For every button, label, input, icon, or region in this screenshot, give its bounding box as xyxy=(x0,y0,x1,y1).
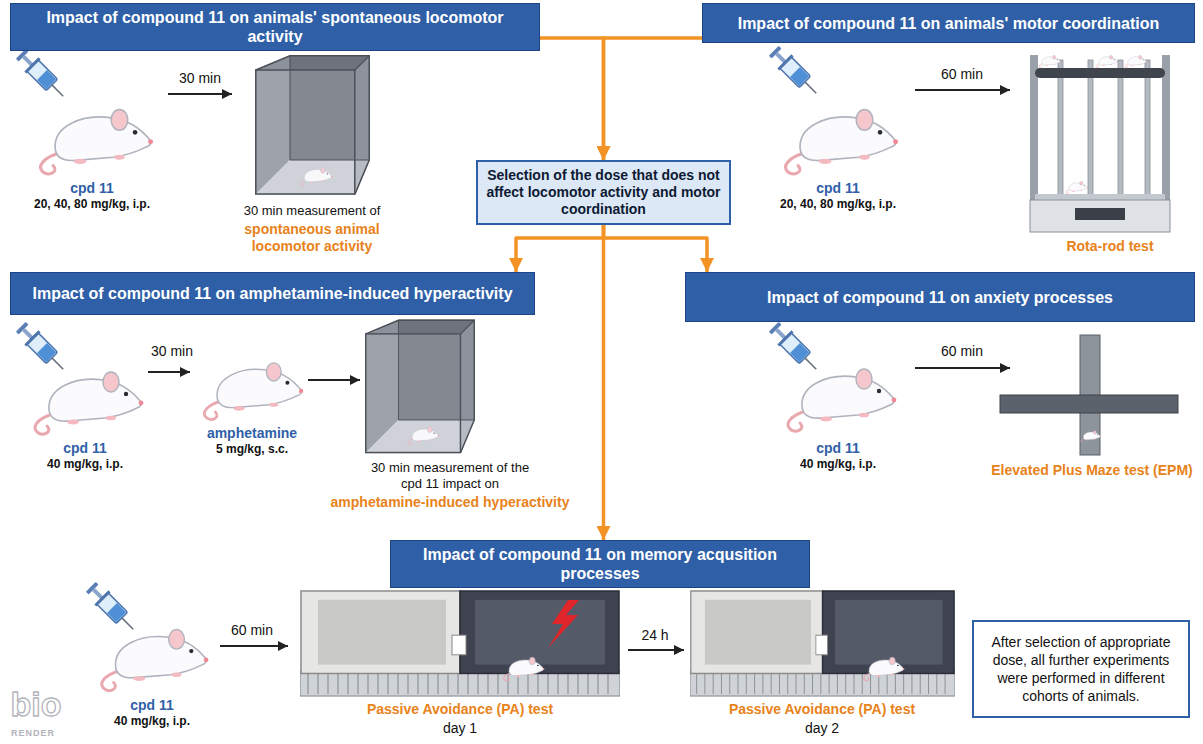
amphetamine-setup-part xyxy=(308,379,360,381)
section-header: Impact of compound 11 on memory acqusiti… xyxy=(390,540,810,588)
delay-label: 30 min xyxy=(132,343,212,359)
section-header-text: Impact of compound 11 on animals' sponta… xyxy=(19,8,531,46)
epm-setup-part xyxy=(915,367,1010,369)
locomotor-setup xyxy=(14,47,370,195)
delay-label: 60 min xyxy=(922,343,1002,359)
flow-connector xyxy=(604,225,708,272)
measure-note: 30 min measurement of the cpd 11 impact … xyxy=(370,460,530,492)
dose-label: 5 mg/kg, s.c. xyxy=(192,442,312,457)
drug-label: amphetamine xyxy=(192,425,312,441)
rotarod-setup-part xyxy=(767,44,824,101)
rotarod-setup-part xyxy=(1096,55,1118,67)
decision-box: Selection of the dose that does not affe… xyxy=(476,160,731,225)
rotarod-setup-part xyxy=(1066,181,1088,193)
dose-label: 40 mg/kg, i.p. xyxy=(77,714,227,729)
drug-label: cpd 11 xyxy=(32,180,152,196)
decision-box-text: Selection of the dose that does not affe… xyxy=(486,167,721,218)
locomotor-setup-part xyxy=(255,55,370,195)
flow-connector xyxy=(604,38,703,160)
passive-avoidance-setup-part xyxy=(102,629,209,690)
rotarod-setup-part xyxy=(1035,68,1165,78)
section-header: Impact of compound 11 on animals' motor … xyxy=(702,3,1195,43)
section-header-text: Impact of compound 11 on memory acqusiti… xyxy=(399,545,801,583)
rotarod-setup-part xyxy=(1088,60,1093,198)
amphetamine-setup xyxy=(14,320,475,454)
rotarod-setup-part xyxy=(1125,55,1147,67)
day-label: day 1 xyxy=(420,720,500,736)
passive-avoidance-setup-part xyxy=(690,591,955,696)
flow-connector xyxy=(602,225,606,540)
passive-avoidance-setup-part xyxy=(300,591,620,696)
watermark: bio xyxy=(0,686,72,722)
dose-label: 20, 40, 80 mg/kg, i.p. xyxy=(4,197,180,212)
rotarod-setup-part xyxy=(1030,200,1170,232)
rotarod-setup-part xyxy=(1039,55,1061,67)
delay-label: 24 h xyxy=(625,627,685,643)
epm-setup-part xyxy=(1000,395,1178,413)
test-name: spontaneous animal locomotor activity xyxy=(225,221,400,255)
rotarod-setup-part xyxy=(1075,208,1125,220)
locomotor-setup-part xyxy=(14,47,71,104)
passive-avoidance-setup xyxy=(84,580,955,696)
drug-label: cpd 11 xyxy=(25,440,145,456)
rotarod-setup-part xyxy=(1035,194,1165,200)
passive-avoidance-setup-part xyxy=(548,600,579,648)
passive-avoidance-setup-part xyxy=(628,649,684,651)
epm-setup-part xyxy=(767,320,824,377)
test-name: Passive Avoidance (PA) test xyxy=(692,701,952,718)
test-name: Passive Avoidance (PA) test xyxy=(330,701,590,718)
delay-label: 60 min xyxy=(922,66,1002,82)
epm-setup xyxy=(767,320,1178,455)
section-header-text: Impact of compound 11 on animals' motor … xyxy=(711,14,1186,33)
rotarod-setup-part xyxy=(915,89,1010,91)
delay-label: 30 min xyxy=(160,70,240,86)
section-header: Impact of compound 11 on amphetamine-ind… xyxy=(10,272,535,315)
passive-avoidance-setup-part xyxy=(504,657,545,680)
passive-avoidance-setup-part xyxy=(864,657,905,680)
section-header-text: Impact of compound 11 on amphetamine-ind… xyxy=(19,284,526,303)
section-header: Impact of compound 11 on anxiety process… xyxy=(685,272,1195,322)
rotarod-setup-part xyxy=(1058,60,1063,198)
note-box-text: After selection of appropriate dose, all… xyxy=(982,633,1180,705)
watermark: RENDER xyxy=(1,728,65,739)
drug-label: cpd 11 xyxy=(778,440,898,456)
dose-label: 40 mg/kg, i.p. xyxy=(10,457,160,472)
flow-connector xyxy=(516,225,604,272)
amphetamine-setup-part xyxy=(204,363,303,420)
flow-connector xyxy=(540,38,604,160)
amphetamine-setup-part xyxy=(148,371,190,373)
section-header-text: Impact of compound 11 on anxiety process… xyxy=(694,288,1186,307)
measure-note: 30 min measurement of xyxy=(212,203,412,219)
test-name: amphetamine-induced hyperactivity xyxy=(315,494,585,511)
dose-label: 40 mg/kg, i.p. xyxy=(763,457,913,472)
amphetamine-setup-part xyxy=(14,320,71,377)
rotarod-setup-part xyxy=(786,110,898,174)
rotarod-setup-part xyxy=(1118,60,1123,198)
dose-label: 20, 40, 80 mg/kg, i.p. xyxy=(750,197,926,212)
epm-setup-part xyxy=(1081,431,1101,442)
amphetamine-setup-part xyxy=(365,320,475,454)
day-label: day 2 xyxy=(782,720,862,736)
passive-avoidance-setup-part xyxy=(84,580,141,637)
drug-label: cpd 11 xyxy=(778,180,898,196)
drug-label: cpd 11 xyxy=(92,697,212,713)
test-name: Rota-rod test xyxy=(1035,238,1185,255)
locomotor-setup-part xyxy=(168,93,232,95)
note-box: After selection of appropriate dose, all… xyxy=(972,620,1190,718)
amphetamine-setup-part xyxy=(35,372,143,434)
rotarod-setup-part xyxy=(1145,60,1150,198)
delay-label: 60 min xyxy=(212,622,292,638)
test-name: Elevated Plus Maze test (EPM) xyxy=(990,462,1195,479)
section-header: Impact of compound 11 on animals' sponta… xyxy=(10,3,540,51)
passive-avoidance-setup-part xyxy=(220,645,288,647)
locomotor-setup-part xyxy=(41,110,153,174)
epm-setup-part xyxy=(788,369,896,431)
